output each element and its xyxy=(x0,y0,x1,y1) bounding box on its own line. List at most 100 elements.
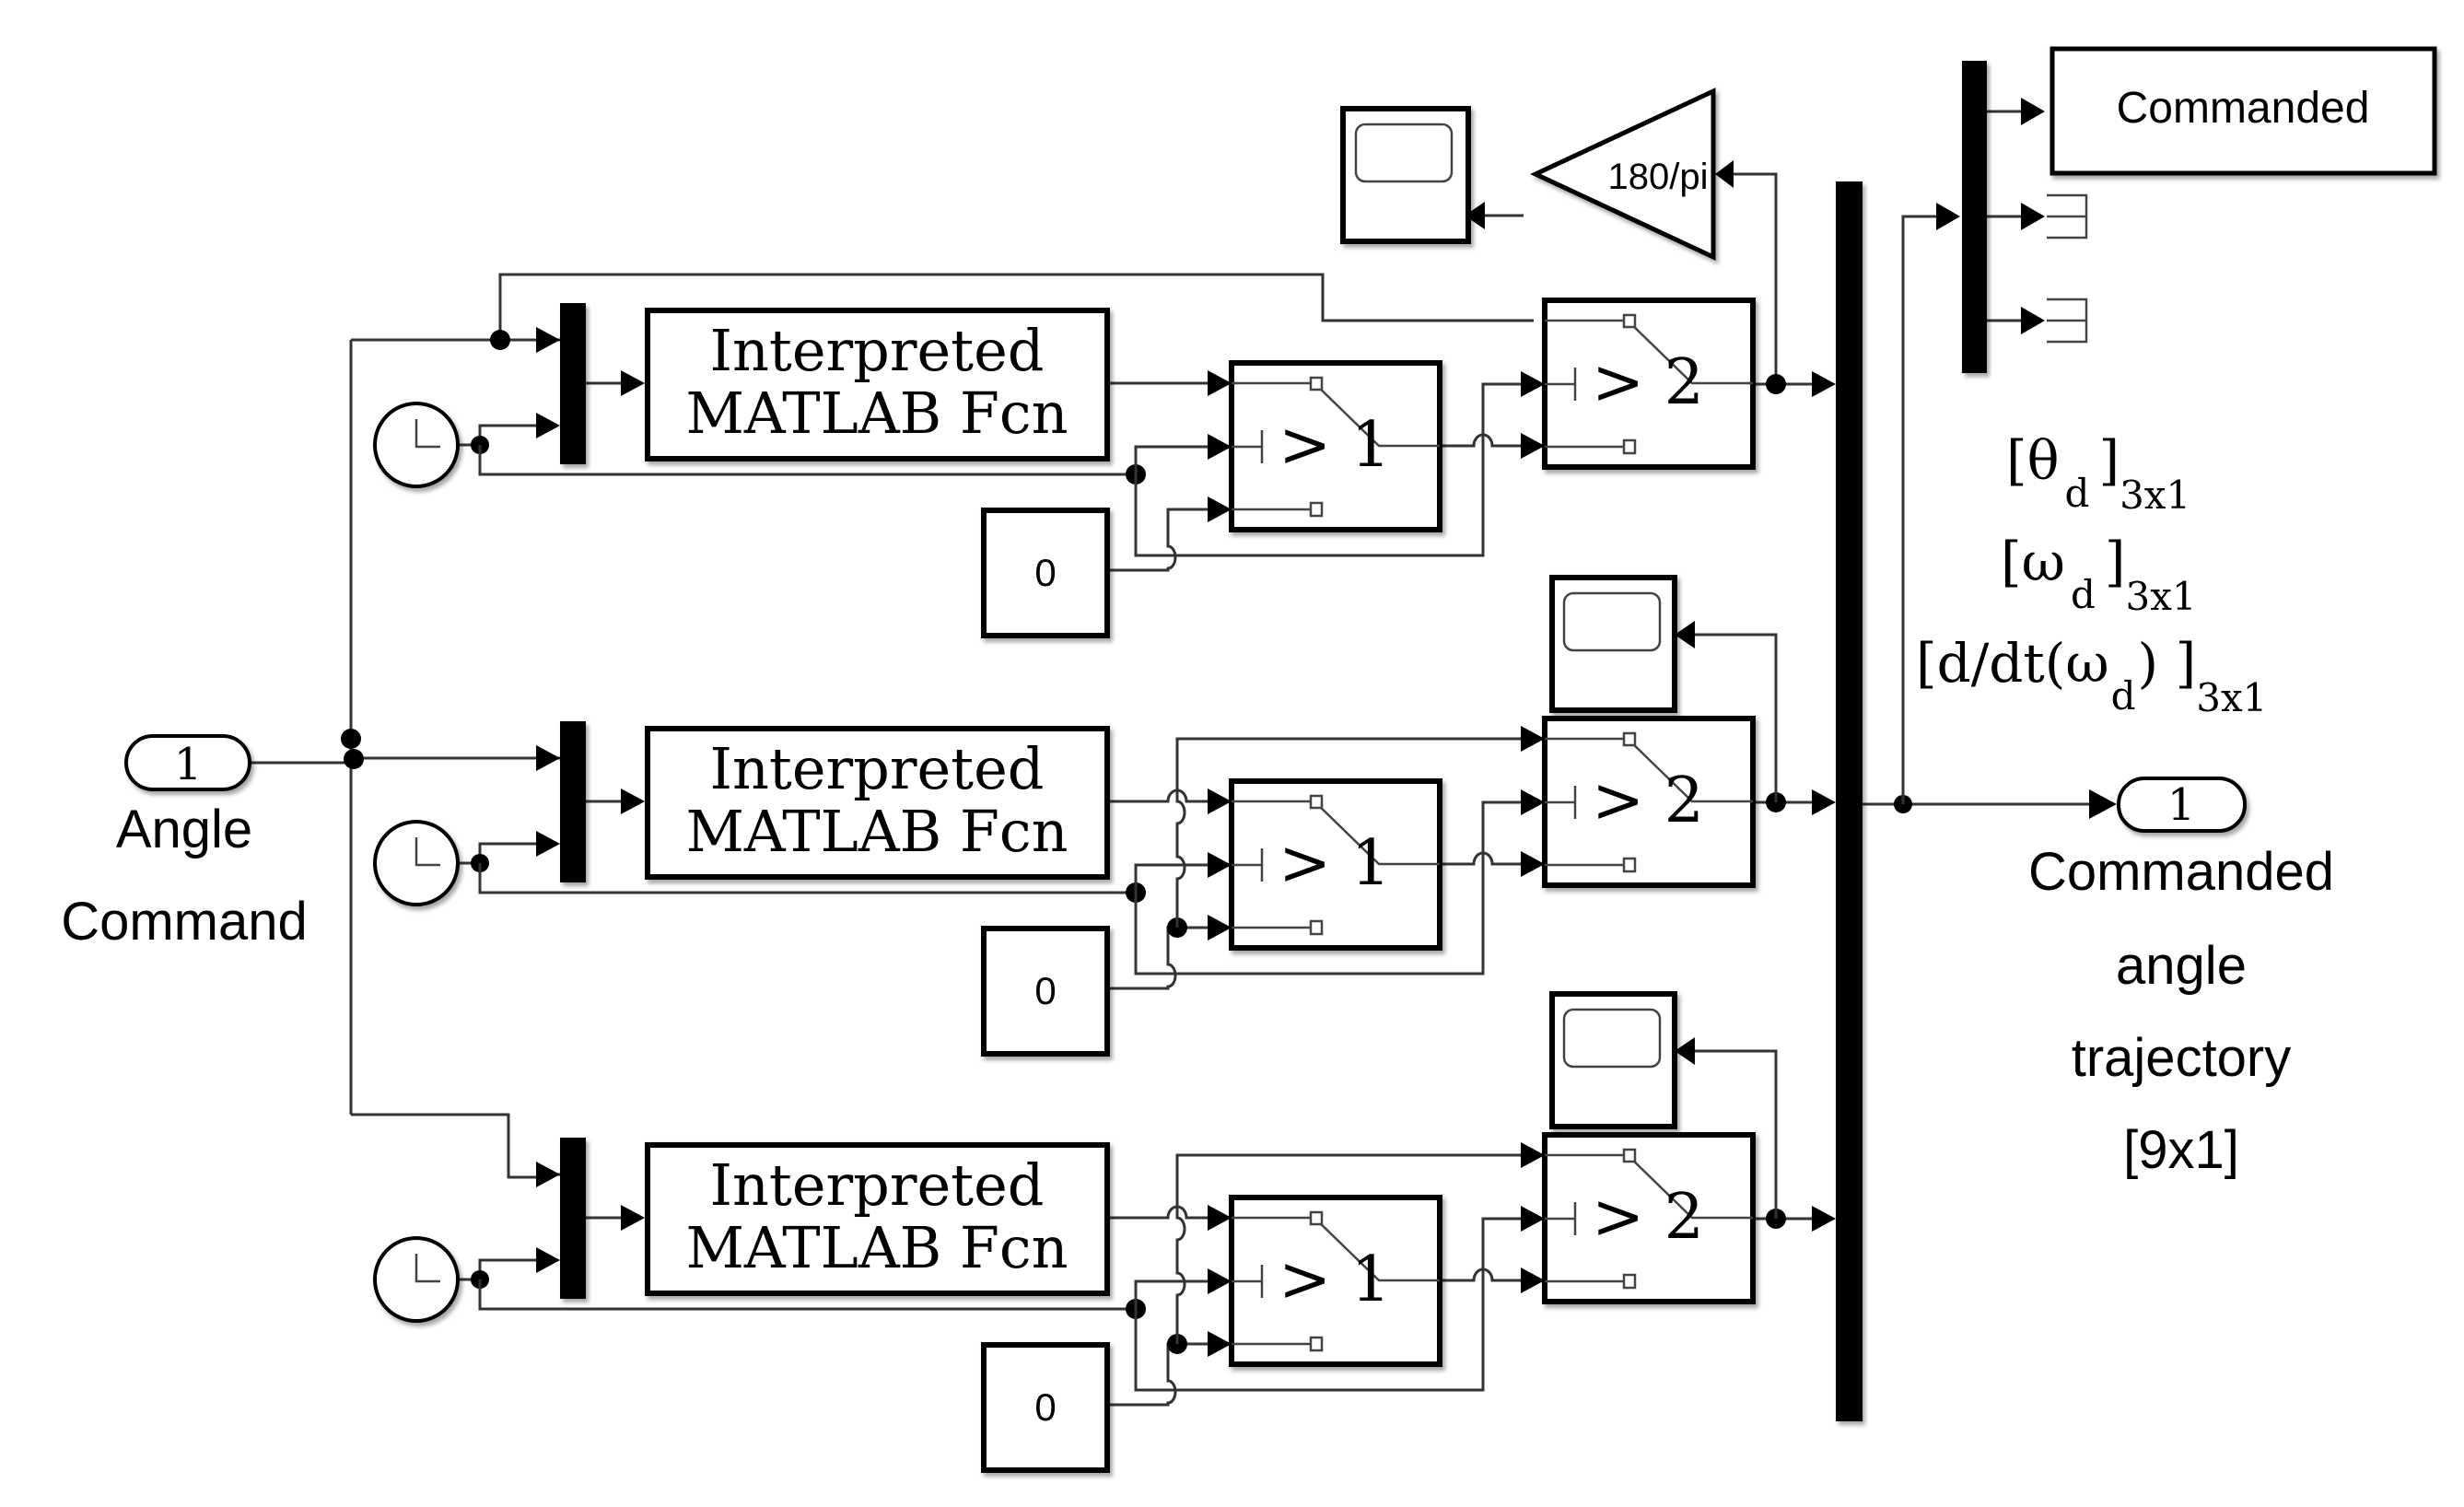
wire xyxy=(1134,800,1522,975)
mux-row-3[interactable] xyxy=(560,1138,586,1299)
outport-label-line4: [9x1] xyxy=(2123,1120,2239,1180)
scope-row-2[interactable] xyxy=(1549,575,1677,713)
wire xyxy=(1134,1279,1209,1309)
inport-angle-command[interactable]: 1 xyxy=(124,734,251,791)
fcn-label-line1: Interpreted xyxy=(710,317,1045,384)
terminator-2[interactable] xyxy=(2047,298,2088,344)
wire xyxy=(478,445,1136,476)
switch1-row-2[interactable]: > 1 xyxy=(1229,778,1442,951)
wire xyxy=(1107,508,1209,572)
clock-block-row-1[interactable] xyxy=(373,402,460,488)
wire xyxy=(458,424,538,447)
arrow-head xyxy=(1521,1268,1545,1293)
switch-threshold: > 1 xyxy=(1279,827,1391,900)
switch1-row-3[interactable]: > 1 xyxy=(1229,1195,1442,1367)
wire xyxy=(1440,1268,1522,1282)
mux-bar[interactable] xyxy=(1836,181,1863,1421)
clock-block-row-2[interactable] xyxy=(373,820,460,906)
scope-row-3[interactable] xyxy=(1549,991,1677,1129)
constant-block-row-3[interactable]: 0 xyxy=(981,1342,1110,1473)
outport-label-line3: trajectory xyxy=(2072,1028,2292,1088)
wire xyxy=(1175,1153,1522,1344)
mux-row-2[interactable] xyxy=(560,721,586,882)
constant-value: 0 xyxy=(1034,1385,1056,1429)
arrow-head xyxy=(1675,1037,1695,1065)
goto-block-commanded[interactable]: Commanded xyxy=(2049,46,2437,176)
clock-block-row-3[interactable] xyxy=(373,1236,460,1323)
terminator-1[interactable] xyxy=(2047,193,2088,239)
inport-label-line2: Command xyxy=(61,892,308,952)
fcn-label-line1: Interpreted xyxy=(710,1151,1045,1219)
constant-block-row-2[interactable]: 0 xyxy=(981,926,1110,1057)
wires-global xyxy=(250,98,2117,1179)
wire xyxy=(1107,1342,1209,1407)
constant-value: 0 xyxy=(1034,969,1056,1012)
switch-threshold: > 2 xyxy=(1592,346,1704,419)
wire xyxy=(1440,433,1522,448)
arrow-head xyxy=(536,831,560,857)
arrow-head xyxy=(1208,789,1232,814)
constant-block-row-1[interactable]: 0 xyxy=(981,508,1110,638)
wire xyxy=(1107,1205,1209,1220)
arrow-head xyxy=(1521,789,1545,815)
arrow-head xyxy=(1208,1205,1232,1231)
gain-value: 180/pi xyxy=(1608,157,1709,197)
arrow-head xyxy=(536,745,560,771)
inport-number: 1 xyxy=(174,739,203,790)
outport-label-line2: angle xyxy=(2116,936,2247,996)
switch-icon xyxy=(1232,381,1440,511)
arrow-head xyxy=(1208,434,1232,460)
switch-icon xyxy=(1232,800,1440,929)
fcn-label-line2: MATLAB Fcn xyxy=(685,380,1068,447)
outport-label-line1: Commanded xyxy=(2028,842,2334,902)
clock-icon xyxy=(415,837,440,867)
switch1-row-1[interactable]: > 1 xyxy=(1229,360,1442,532)
switch-threshold: > 1 xyxy=(1279,1244,1391,1316)
wire xyxy=(458,842,538,865)
constant-value: 0 xyxy=(1034,551,1056,594)
arrow-head xyxy=(1715,160,1734,188)
demux-bar[interactable] xyxy=(1962,61,1987,373)
signal-annotation: [θd]3x1 [ωd]3x1 [d/dt(ωd) ]3x1 xyxy=(1916,429,2267,720)
arrow-head xyxy=(1521,726,1545,752)
arrow-head xyxy=(536,1162,560,1187)
scope-icon xyxy=(1562,591,1662,652)
scope-top[interactable] xyxy=(1340,106,1471,244)
arrow-head xyxy=(2089,789,2117,819)
junction-dot xyxy=(490,330,510,350)
arrow-head xyxy=(536,413,560,438)
annotation-line-2: [ωd]3x1 xyxy=(2001,531,2197,619)
wire xyxy=(478,863,1136,894)
goto-label: Commanded xyxy=(2117,84,2370,133)
arrow-head xyxy=(1521,1206,1545,1232)
switch2-row-3[interactable]: > 2 xyxy=(1542,1132,1756,1304)
switch-icon xyxy=(1232,1216,1440,1346)
gain-block[interactable]: 180/pi xyxy=(1530,88,1716,261)
wire xyxy=(1134,863,1209,893)
outport-number: 1 xyxy=(2167,779,2196,831)
arrow-head xyxy=(536,1247,560,1273)
arrow-head xyxy=(1812,789,1836,815)
wire xyxy=(1440,851,1522,866)
clock-icon xyxy=(415,419,440,449)
mux-row-1[interactable] xyxy=(560,303,586,464)
arrow-head xyxy=(1208,852,1232,878)
wire xyxy=(1134,1217,1522,1392)
arrow-head xyxy=(1521,371,1545,397)
arrow-head xyxy=(1208,1331,1232,1357)
wire xyxy=(1107,789,1209,803)
arrow-head xyxy=(1675,621,1695,648)
switch-icon xyxy=(1545,737,1753,867)
switch2-row-1[interactable]: > 2 xyxy=(1542,298,1756,470)
arrow-head xyxy=(621,370,645,396)
switch-icon xyxy=(1545,1153,1753,1283)
switch2-row-2[interactable]: > 2 xyxy=(1542,716,1756,888)
switch-icon xyxy=(1545,319,1753,449)
wire-branch-bottom xyxy=(351,1113,553,1179)
outport-commanded-trajectory[interactable]: 1 xyxy=(2117,777,2247,833)
